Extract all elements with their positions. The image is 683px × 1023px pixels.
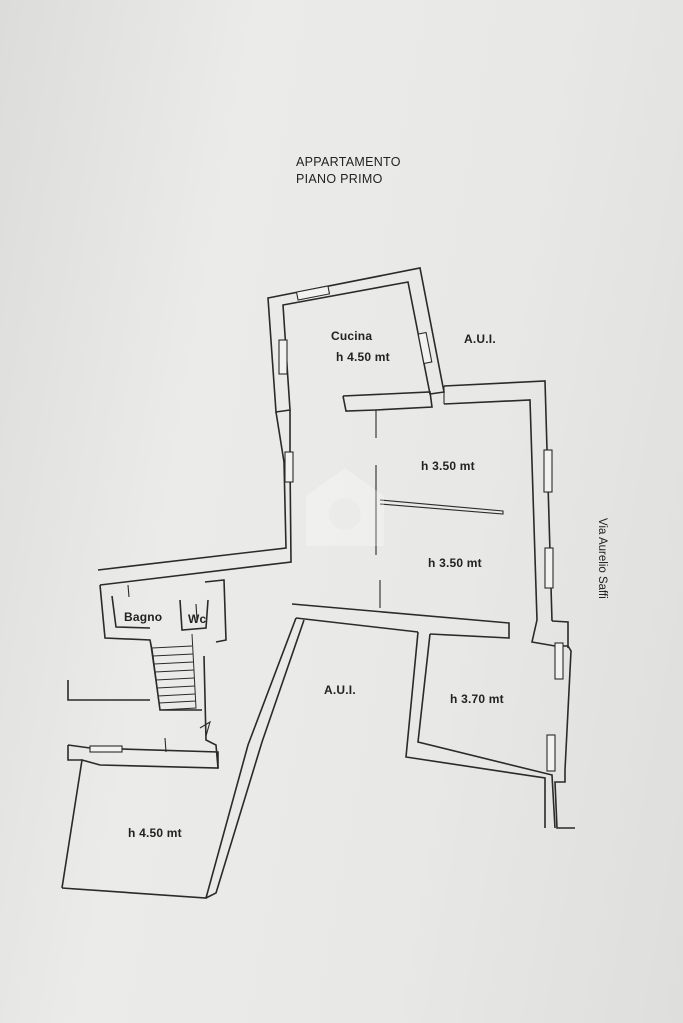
right-window-4	[546, 734, 556, 772]
main-walls	[61, 380, 575, 899]
room-b-height-label: h 3.50 mt	[428, 556, 482, 570]
staircase	[149, 633, 219, 769]
kitchen-window-top	[295, 285, 331, 301]
kitchen-window-left	[278, 339, 288, 375]
street-name-label: Via Aurelio Saffi	[596, 518, 608, 599]
kitchen-walls	[267, 267, 445, 413]
right-window-2	[544, 547, 554, 589]
wc-label: Wc	[188, 612, 207, 626]
aui-top-label: A.U.I.	[464, 332, 496, 346]
right-window-1	[543, 449, 553, 493]
plan-title-line2: PIANO PRIMO	[296, 172, 383, 186]
kitchen-label: Cucina	[331, 329, 373, 343]
lower-room-walls	[61, 680, 219, 889]
right-window-3	[554, 642, 564, 680]
bathroom-label: Bagno	[124, 610, 163, 624]
lower-room-window	[89, 745, 123, 753]
lower-room-height-label: h 4.50 mt	[128, 826, 182, 840]
hall-window-left	[284, 451, 294, 483]
bathroom-walls	[99, 579, 227, 711]
aui-center-label: A.U.I.	[324, 683, 356, 697]
kitchen-window-right	[417, 331, 433, 365]
room-a-height-label: h 3.50 mt	[421, 459, 475, 473]
room-c-height-label: h 3.70 mt	[450, 692, 504, 706]
kitchen-height-label: h 4.50 mt	[336, 350, 390, 364]
plan-title-line1: APPARTAMENTO	[296, 155, 401, 169]
house-logo-icon	[306, 468, 384, 546]
